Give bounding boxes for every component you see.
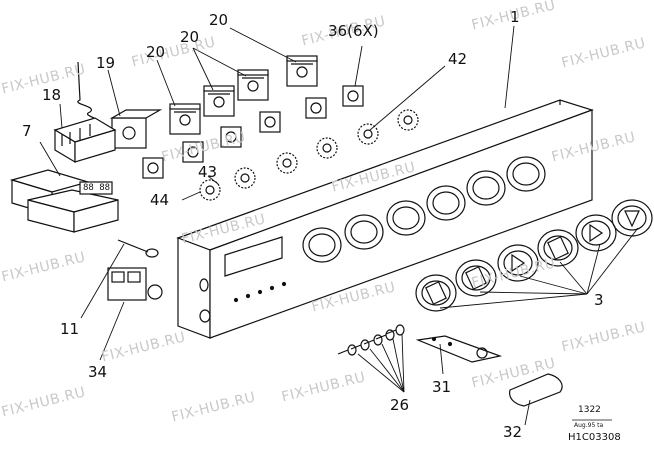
timer-module (9, 169, 119, 233)
callout-20-top: 20 (209, 11, 229, 29)
callout-1: 1 (510, 8, 520, 26)
callout-26: 26 (390, 396, 410, 414)
callout-3: 3 (594, 291, 604, 309)
callout-44: 44 (150, 191, 170, 209)
thermostat-unit (77, 61, 163, 149)
timer-display-text: 88 88 (83, 183, 111, 193)
square-spacers (142, 85, 364, 179)
callout-7: 7 (22, 122, 32, 140)
callout-31: 31 (432, 378, 452, 396)
regulator-switches (169, 55, 318, 135)
callout-43: 43 (198, 163, 218, 181)
callout-32: 32 (503, 423, 523, 441)
toothed-washers (199, 109, 419, 201)
callout-11: 11 (60, 320, 80, 338)
callout-36: 36(6X) (328, 22, 379, 40)
knobs (415, 199, 653, 312)
control-panel (176, 99, 594, 339)
callout-42: 42 (448, 50, 468, 68)
stamp-number: 1322 (578, 405, 601, 415)
drawing-id: H1C03308 (568, 432, 621, 443)
panel-knob-openings (302, 156, 546, 263)
neon-lamps (337, 324, 405, 356)
bracket-strip (415, 335, 503, 363)
callout-20-left: 20 (146, 43, 166, 61)
callout-20-mid: 20 (180, 28, 200, 46)
switch-block (53, 117, 117, 164)
leader-lines (39, 25, 639, 426)
panel-indicator-holes (233, 281, 287, 303)
clip-part (509, 373, 563, 407)
stamp-date: Aug.95 ta (574, 422, 604, 429)
lamp-and-switch (107, 239, 163, 301)
callout-18: 18 (42, 86, 62, 104)
callout-19: 19 (96, 54, 116, 72)
callout-34: 34 (88, 363, 108, 381)
